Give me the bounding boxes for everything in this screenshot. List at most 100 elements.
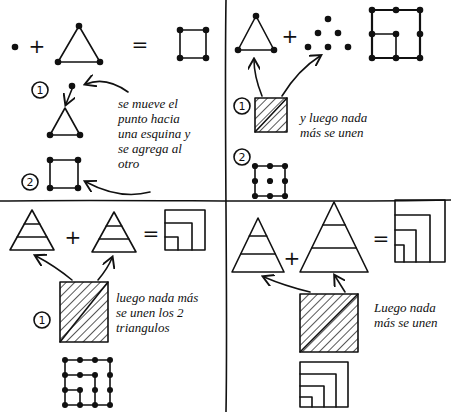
dot-figure: [326, 17, 331, 22]
hatched-square: [300, 294, 358, 352]
callout-number: 2: [239, 152, 246, 163]
equals-sign: =: [143, 223, 160, 243]
dot-figure: [108, 358, 112, 362]
dot-figure: [326, 45, 331, 50]
plus-sign: +: [284, 248, 301, 268]
dot-figure: [98, 60, 103, 65]
step-figure: [76, 158, 81, 163]
hatched-square: [60, 282, 108, 342]
curved-arrow: [264, 277, 310, 292]
dot-figure: [93, 388, 97, 392]
hatched-square: [300, 294, 358, 352]
callout-number: 1: [39, 315, 46, 326]
step-figure: [50, 108, 80, 135]
dot-figure: [204, 28, 209, 33]
step-figure: [48, 158, 53, 163]
step-figure: [48, 186, 53, 191]
handwritten-note: se mueve el punto hacia una esquina y se…: [118, 96, 200, 171]
hatched-square: [60, 282, 108, 342]
callout-number: 1: [37, 85, 44, 96]
dot-figure: [204, 56, 209, 61]
dot-figure: [63, 358, 112, 407]
nested-square: [165, 210, 205, 250]
nested-square: [300, 362, 348, 407]
banded-triangle: [10, 210, 54, 250]
dot-figure: [78, 373, 82, 377]
dot-figure: [93, 403, 97, 407]
plus-sign: +: [282, 26, 299, 46]
callout-number: 1: [239, 101, 246, 112]
dot-figure: [65, 375, 95, 405]
dot-figure: [394, 32, 399, 37]
curved-arrow: [98, 258, 112, 280]
curved-arrow: [264, 276, 345, 292]
dot-figure: [394, 8, 399, 13]
step-figure: [66, 89, 72, 104]
dot-figure: [63, 358, 67, 362]
dot-figure: [56, 60, 61, 65]
handwritten-note: luego nada más se unen los 2 triangulos: [116, 290, 202, 335]
dot-figure: [93, 358, 97, 362]
curved-arrow: [282, 56, 320, 96]
dot-figure: [65, 360, 110, 405]
nested-square: [395, 200, 445, 262]
nested-square: [165, 210, 205, 250]
dot-figure: [255, 166, 285, 196]
dot-figure: [268, 164, 273, 169]
dot-figure: [236, 8, 423, 61]
callout-circle: [234, 98, 250, 114]
step-figure: [70, 84, 75, 89]
banded-triangle: [17, 224, 47, 237]
dot-figure: [253, 164, 258, 169]
dot-figure: [63, 373, 67, 377]
dot-figure: [253, 194, 258, 199]
dot-figure: [108, 388, 112, 392]
dot-figure: [254, 14, 259, 19]
dot-figure: [372, 34, 396, 58]
dot-figure: [180, 30, 206, 58]
step-figure: [48, 84, 83, 191]
dot-figure: [77, 24, 82, 29]
handwritten-note: y luego nada más se unen: [300, 110, 386, 140]
banded-triangle: [232, 202, 368, 272]
dot-figure: [272, 48, 277, 53]
curved-arrow: [86, 81, 128, 92]
plus-sign: +: [65, 227, 82, 247]
dot-figure: [78, 403, 82, 407]
dot-figure: [268, 194, 273, 199]
nested-square: [395, 215, 430, 262]
dot-figure: [418, 56, 423, 61]
hatched-square: [255, 98, 287, 132]
hatched-square: [300, 294, 358, 352]
callout-number: 2: [27, 177, 34, 188]
curved-arrow: [254, 56, 320, 96]
dot-figure: [108, 373, 112, 377]
dot-figure: [370, 32, 375, 37]
curved-arrow: [36, 256, 72, 280]
dot-figure: [58, 26, 100, 62]
curved-arrow: [86, 182, 150, 194]
dot-figure: [283, 164, 288, 169]
dot-figure: [418, 8, 423, 13]
nested-square: [395, 200, 445, 262]
dot-figure: [253, 164, 288, 199]
callout-circle: [32, 82, 48, 98]
dot-figure: [306, 45, 311, 50]
dot-figure: [418, 32, 423, 37]
banded-triangle: [99, 226, 129, 239]
hatched-square: [60, 282, 108, 342]
callout-circle: [22, 174, 38, 190]
dot-figure: [78, 358, 82, 362]
dot-figure: [178, 56, 183, 61]
banded-triangle: [300, 202, 368, 272]
equals-sign: =: [373, 228, 390, 248]
dot-figure: [253, 179, 258, 184]
banded-triangle: [92, 212, 136, 252]
dot-figure: [283, 179, 288, 184]
curved-arrow: [36, 256, 112, 280]
callout-circle: [234, 149, 250, 165]
dot-figure: [394, 56, 399, 61]
